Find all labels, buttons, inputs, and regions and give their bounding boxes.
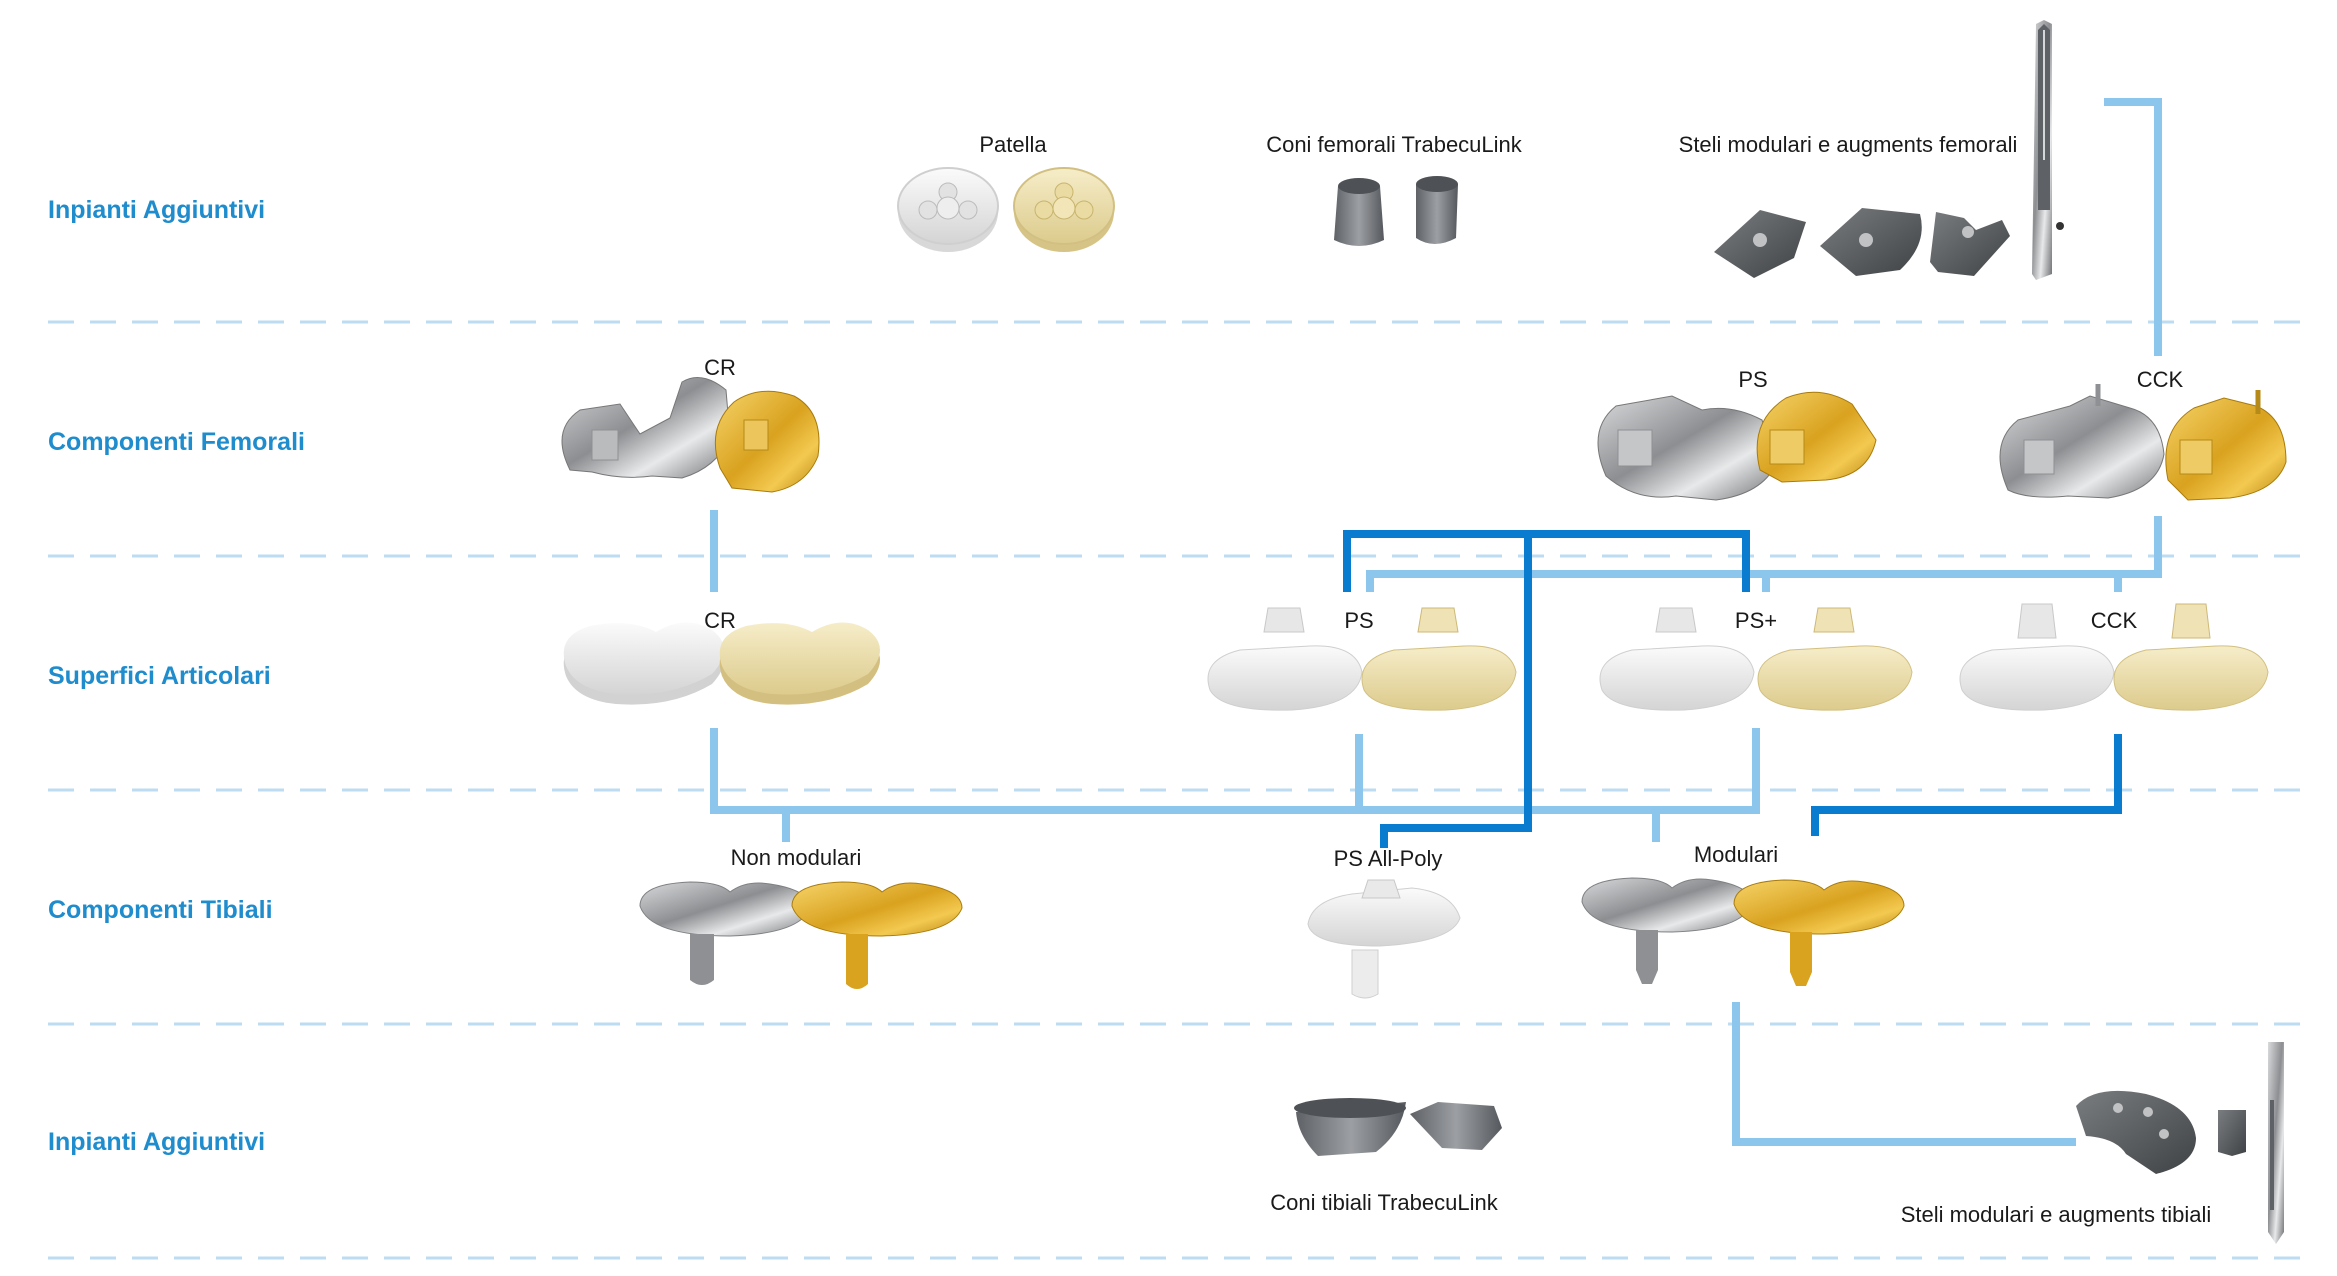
tibial-modular-icon [1581,877,1905,986]
tibial-allpoly-icon [1307,879,1461,999]
insert-ps-icon [1599,607,1913,711]
femoral-component-icon [1597,391,1877,501]
connector-femoral-ps-to-inserts [1343,530,1750,592]
connector-modular-to-tibial-stems [1732,1002,2076,1146]
row-label-additional-implants-bottom: Inpianti Aggiuntivi [48,1128,265,1156]
row-dividers [48,320,2310,1260]
label-tibial-stems: Steli modulari e augments tibiali [1901,1202,2212,1227]
insert-cr-icon [563,622,880,705]
label-patella: Patella [979,132,1047,157]
tibial-stem-augment-icon [2076,1042,2284,1244]
connector-cck-insert-to-modular [1811,734,2122,836]
connector-tibial-bus [710,728,1760,814]
insert-ps-icon [1207,607,1517,711]
femoral-component-icon [561,377,820,493]
tibial-cone-icon [1294,1098,1502,1156]
label-femoral-ps: PS [1738,367,1767,392]
insert-cck-icon [1959,603,2269,711]
label-femoral-stems: Steli modulari e augments femorali [1679,132,2018,157]
label-tibial-nonmodular: Non modulari [731,845,862,870]
femoral-cck-icon [1999,384,2287,501]
label-articular-ps: PS [1344,608,1373,633]
row-label-femoral-components: Componenti Femorali [48,428,305,456]
label-articular-cck: CCK [2091,608,2138,633]
label-femoral-cr: CR [704,355,736,380]
connector-stems-to-cck [2104,98,2162,356]
patella-icon [897,167,1115,252]
label-tibial-allpoly: PS All-Poly [1334,846,1443,871]
label-tibial-modular: Modulari [1694,842,1778,867]
label-articular-psplus: PS+ [1735,608,1777,633]
row-label-articular-surfaces: Superfici Articolari [48,662,271,690]
tibial-tray-icon [639,881,963,989]
light-connectors [710,98,2162,1146]
row-label-tibial-components: Componenti Tibiali [48,896,273,924]
dark-connectors [1343,530,2122,848]
label-femoral-cck: CCK [2137,367,2184,392]
femoral-cone-icon [1334,176,1458,246]
label-femoral-cones: Coni femorali TrabecuLink [1266,132,1523,157]
row-label-additional-implants-top: Inpianti Aggiuntivi [48,196,265,224]
femoral-stem-augment-icon [1714,20,2064,280]
connector-ps-to-allpoly [1380,534,1532,848]
row-labels: Inpianti Aggiuntivi Componenti Femorali … [48,196,305,1156]
label-tibial-cones: Coni tibiali TrabecuLink [1270,1190,1498,1215]
product-labels: Patella Coni femorali TrabecuLink Steli … [704,132,2211,1227]
